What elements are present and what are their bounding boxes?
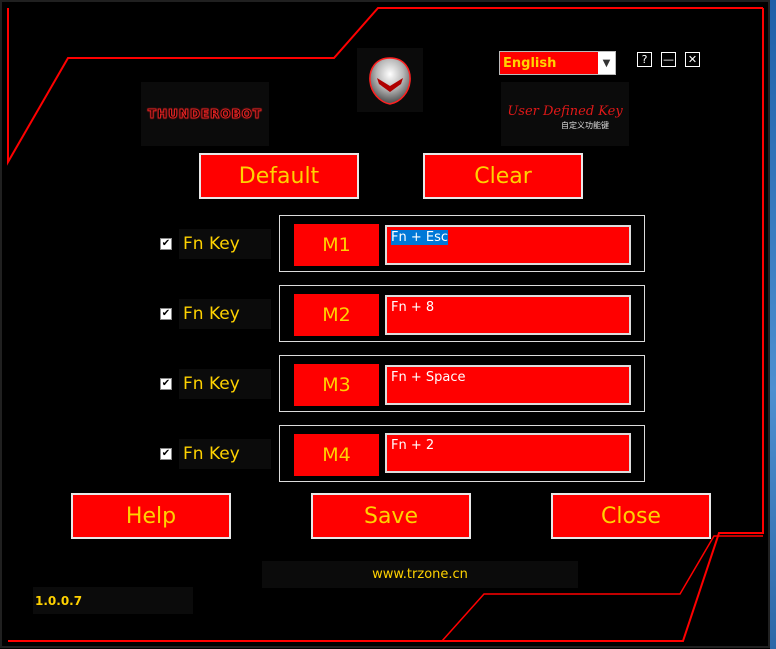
macro-row-1 xyxy=(279,215,645,272)
checkmark-icon: ✔ xyxy=(161,308,171,319)
fn-key-checkbox-3[interactable]: ✔ xyxy=(160,378,172,390)
user-defined-title: User Defined Key xyxy=(507,104,623,119)
macro-input-m1[interactable]: Fn + Esc xyxy=(385,225,631,265)
clear-button[interactable]: Clear xyxy=(423,153,583,199)
language-select[interactable]: English ▼ xyxy=(499,51,616,75)
user-defined-key-logo: User Defined Key 自定义功能键 xyxy=(501,82,629,146)
macro-input-value-m3: Fn + Space xyxy=(391,370,466,385)
fn-key-checkbox-1[interactable]: ✔ xyxy=(160,238,172,250)
checkmark-icon: ✔ xyxy=(161,378,171,389)
fn-key-label-2: Fn Key xyxy=(179,299,271,329)
macro-input-value-m2: Fn + 8 xyxy=(391,300,435,315)
fn-key-label-3: Fn Key xyxy=(179,369,271,399)
close-icon[interactable]: ✕ xyxy=(685,52,700,67)
fn-key-checkbox-4[interactable]: ✔ xyxy=(160,448,172,460)
macro-row-3 xyxy=(279,355,645,412)
website-link[interactable]: www.trzone.cn xyxy=(262,561,578,588)
macro-input-value-m4: Fn + 2 xyxy=(391,438,435,453)
macro-input-m4[interactable]: Fn + 2 xyxy=(385,433,631,473)
macro-input-m2[interactable]: Fn + 8 xyxy=(385,295,631,335)
minimize-icon[interactable]: — xyxy=(661,52,676,67)
macro-button-m3[interactable]: M3 xyxy=(294,364,379,406)
fn-key-label-1: Fn Key xyxy=(179,229,271,259)
macro-button-m2[interactable]: M2 xyxy=(294,294,379,336)
user-defined-subtitle: 自定义功能键 xyxy=(561,121,609,130)
version-label: 1.0.0.7 xyxy=(33,587,193,614)
language-select-value: English xyxy=(503,55,557,71)
help-icon[interactable]: ? xyxy=(637,52,652,67)
checkmark-icon: ✔ xyxy=(161,238,171,249)
help-button[interactable]: Help xyxy=(71,493,231,539)
save-button[interactable]: Save xyxy=(311,493,471,539)
checkmark-icon: ✔ xyxy=(161,448,171,459)
macro-input-value-m1: Fn + Esc xyxy=(391,230,449,245)
helmet-icon xyxy=(369,57,411,105)
close-button[interactable]: Close xyxy=(551,493,711,539)
macro-row-2 xyxy=(279,285,645,342)
fn-key-checkbox-2[interactable]: ✔ xyxy=(160,308,172,320)
default-button[interactable]: Default xyxy=(199,153,359,199)
macro-button-m4[interactable]: M4 xyxy=(294,434,379,476)
macro-button-m1[interactable]: M1 xyxy=(294,224,379,266)
robot-helmet-logo xyxy=(357,48,423,112)
macro-row-4 xyxy=(279,425,645,482)
brand-text: THUNDEROBOT xyxy=(147,107,263,122)
macro-input-m3[interactable]: Fn + Space xyxy=(385,365,631,405)
chevron-down-icon[interactable]: ▼ xyxy=(598,52,615,74)
fn-key-label-4: Fn Key xyxy=(179,439,271,469)
thunderobot-logo: THUNDEROBOT xyxy=(141,82,269,146)
desktop-background xyxy=(770,0,776,649)
